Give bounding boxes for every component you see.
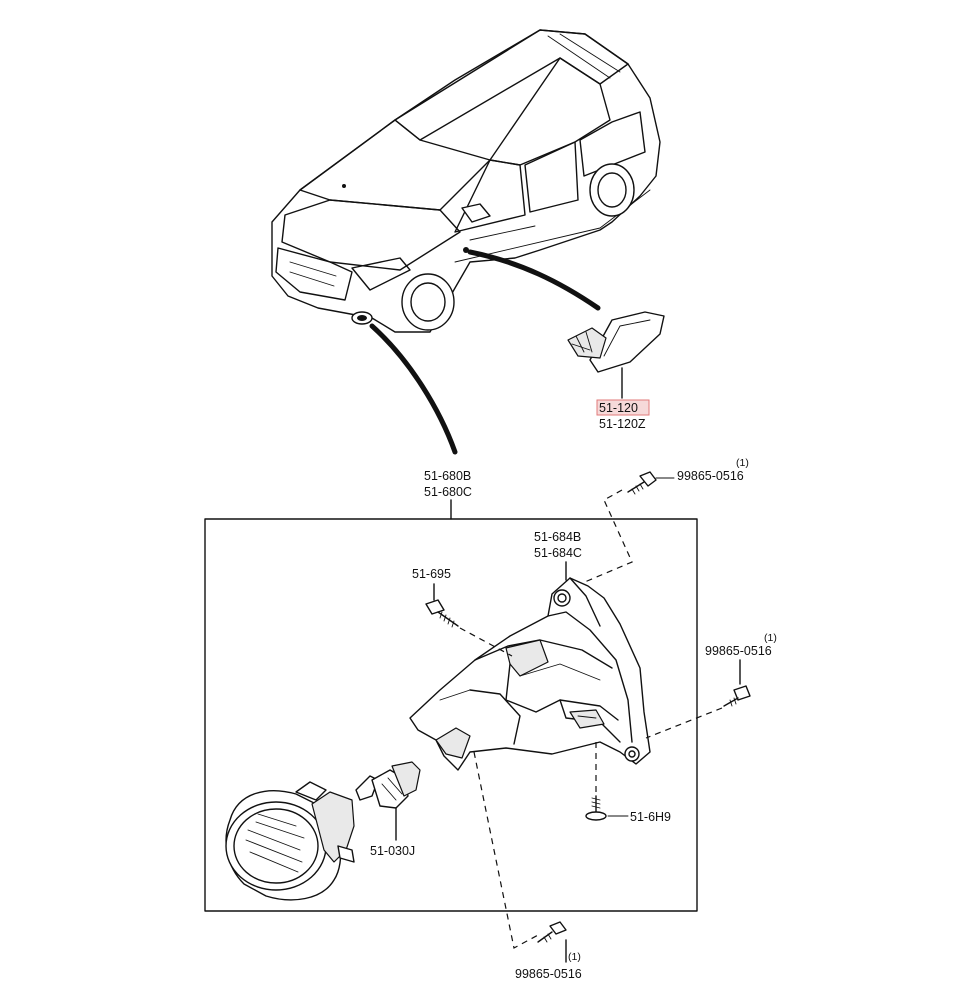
- side-marker-lamp-icon: [567, 311, 665, 399]
- callout-bolt-top-right-qty: (1): [736, 457, 749, 469]
- screw-icon: [585, 795, 607, 821]
- callout-highlight: [596, 399, 650, 416]
- callout-fog-assembly-2: 51-680C: [424, 485, 472, 499]
- callout-screw-top: 51-695: [412, 567, 451, 581]
- bracket-icon: [409, 577, 651, 771]
- callout-fog-assembly-1: 51-680B: [424, 469, 471, 483]
- callout-bolt-bottom: 99865-0516: [515, 967, 582, 981]
- callout-bolt-right-qty: (1): [764, 632, 777, 644]
- callout-bolt-top-right: 99865-0516: [677, 469, 744, 483]
- callout-screw-bottom: 51-6H9: [630, 810, 671, 824]
- callout-bracket-2: 51-684C: [534, 546, 582, 560]
- bolt-icon: [723, 685, 751, 707]
- callout-side-marker-main: 51-120: [599, 401, 638, 415]
- bolt-icon: [537, 921, 567, 943]
- vehicle-icon: [271, 29, 661, 333]
- assembly-box: [204, 518, 698, 912]
- callout-bulb: 51-030J: [370, 844, 415, 858]
- callout-bolt-right: 99865-0516: [705, 644, 772, 658]
- callout-side-marker-alt: 51-120Z: [599, 417, 646, 431]
- leader-side-marker: [467, 249, 601, 311]
- leader-fog-lamp: [369, 323, 458, 455]
- callout-bolt-bottom-qty: (1): [568, 951, 581, 963]
- fog-lamp-icon: [225, 781, 355, 901]
- bulb-icon: [355, 761, 421, 809]
- callout-bracket-1: 51-684B: [534, 530, 581, 544]
- screw-icon: [425, 599, 459, 628]
- bolt-icon: [627, 471, 657, 495]
